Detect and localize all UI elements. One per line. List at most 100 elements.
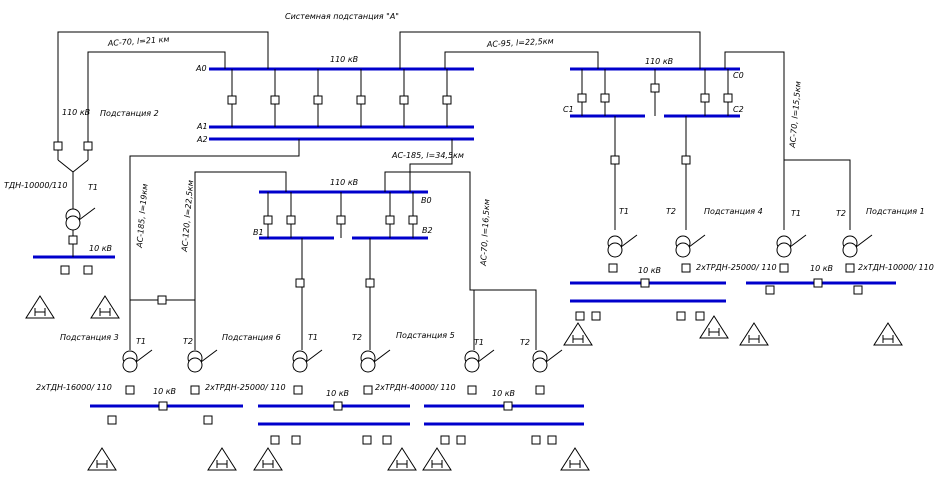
transformer-4: [842, 234, 873, 258]
substation-1-label: Подстанция 1: [866, 207, 925, 216]
breaker-36: [363, 385, 373, 395]
transformer-9: [464, 349, 495, 373]
transformer-type-ps4: 2хТРДН-25000/ 110: [696, 263, 777, 272]
substation-6-label: Подстанция 6: [222, 333, 281, 342]
breaker-44: [813, 278, 823, 288]
transformer-type-ps2: ТДН-10000/110: [4, 181, 67, 190]
breaker-59: [440, 435, 450, 445]
breaker-34: [190, 385, 200, 395]
load-5: [873, 322, 903, 346]
breaker-53: [107, 415, 117, 425]
breaker-20: [723, 93, 733, 103]
bus-label-b0: В0: [421, 196, 432, 205]
load-9: [387, 447, 417, 471]
breaker-43: [640, 278, 650, 288]
bus-label-a2: А2: [196, 135, 208, 144]
breaker-13: [408, 215, 418, 225]
breaker-35: [293, 385, 303, 395]
t1-label-ps5: Т1: [474, 338, 484, 347]
breaker-8: [68, 235, 78, 245]
breaker-50: [591, 311, 601, 321]
line-label-ac70-155: АС-70, l=15,5км: [788, 81, 803, 149]
breaker-49: [575, 311, 585, 321]
breaker-56: [291, 435, 301, 445]
transformer-2: [675, 234, 706, 258]
line-label-ac95: АС-95, l=22,5км: [486, 37, 554, 50]
t1-label-ps1: Т1: [791, 209, 801, 218]
line-label-ac185-19: АС-185, l=19км: [135, 183, 150, 249]
load-10: [422, 447, 452, 471]
transformer-type-ps1: 2хТДН-10000/ 110: [858, 263, 934, 272]
breaker-48: [853, 285, 863, 295]
breaker-4: [399, 95, 409, 105]
transformer-10: [532, 349, 563, 373]
bus-label-a0: А0: [195, 64, 207, 73]
transmission-lines: [57, 31, 851, 350]
substation-4-label: Подстанция 4: [704, 207, 763, 216]
breaker-16: [577, 93, 587, 103]
breaker-47: [765, 285, 775, 295]
transformers-group: [65, 207, 873, 373]
transformer-3: [776, 234, 807, 258]
transformer-7: [292, 349, 323, 373]
breaker-10: [286, 215, 296, 225]
t1-label-ps6: Т1: [308, 333, 318, 342]
load-0: [25, 295, 55, 319]
breaker-38: [535, 385, 545, 395]
breaker-11: [336, 215, 346, 225]
breaker-12: [385, 215, 395, 225]
breaker-52: [695, 311, 705, 321]
breaker-54: [203, 415, 213, 425]
breaker-57: [362, 435, 372, 445]
breaker-46: [83, 265, 93, 275]
transformer-5: [122, 349, 153, 373]
breaker-39: [157, 295, 167, 305]
system-substation-title: Системная подстанция "А": [285, 12, 399, 21]
transformer-type-ps6: 2хТРДН-25000/ 110: [205, 383, 286, 392]
breaker-58: [382, 435, 392, 445]
breaker-26: [845, 263, 855, 273]
load-1: [90, 295, 120, 319]
breaker-18: [650, 83, 660, 93]
breaker-15: [365, 278, 375, 288]
load-4: [739, 322, 769, 346]
transformer-type-ps3: 2хТДН-16000/ 110: [36, 383, 112, 392]
t1-label-ps2: Т1: [88, 183, 98, 192]
loads-group: [25, 295, 903, 471]
substation-3-label: Подстанция 3: [60, 333, 119, 342]
breaker-60: [456, 435, 466, 445]
breaker-25: [779, 263, 789, 273]
breaker-9: [263, 215, 273, 225]
breakers-group: [53, 83, 863, 445]
breaker-19: [700, 93, 710, 103]
breaker-33: [125, 385, 135, 395]
breaker-55: [270, 435, 280, 445]
voltage-label-ps2: 110 кВ: [62, 108, 90, 117]
bus-label-b2: В2: [422, 226, 433, 235]
transformer-8: [360, 349, 391, 373]
bus-label-b1: В1: [253, 228, 264, 237]
breaker-42: [503, 401, 513, 411]
breaker-2: [313, 95, 323, 105]
t2-label-ps6a: Т2: [183, 337, 193, 346]
voltage-10-ps4: 10 кВ: [638, 266, 661, 275]
transformer-6: [187, 349, 218, 373]
voltage-label-b: 110 кВ: [330, 178, 358, 187]
breaker-14: [295, 278, 305, 288]
transformer-0: [65, 207, 96, 231]
breaker-1: [270, 95, 280, 105]
t2-label-ps6: Т2: [352, 333, 362, 342]
substation-2-label: Подстанция 2: [100, 109, 159, 118]
breaker-6: [53, 141, 63, 151]
line-label-ac120: АС-120, l=22,5км: [180, 180, 195, 253]
load-8: [253, 447, 283, 471]
voltage-10-ps5: 10 кВ: [492, 389, 515, 398]
t1-label-ps4: Т1: [619, 207, 629, 216]
breaker-7: [83, 141, 93, 151]
t2-label-ps5: Т2: [520, 338, 530, 347]
line-label-ac70-165: АС-70, l=16,5км: [479, 199, 492, 267]
breaker-24: [681, 263, 691, 273]
breaker-0: [227, 95, 237, 105]
breaker-51: [676, 311, 686, 321]
